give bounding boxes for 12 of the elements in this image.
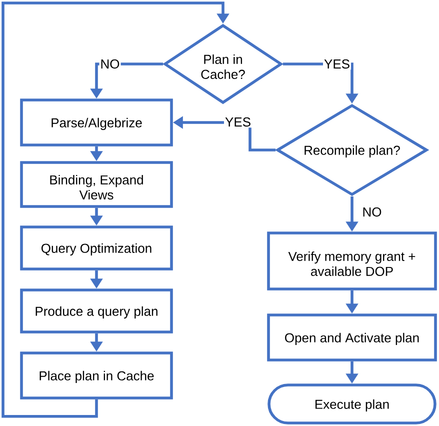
process-box: Binding, Expand Views	[20, 161, 173, 208]
process-box: Query Optimization	[20, 226, 173, 270]
edge-label: NO	[361, 206, 383, 218]
edge-label: YES	[323, 58, 351, 70]
process-box: Parse/Algebrize	[20, 98, 173, 146]
process-box: Open and Activate plan	[267, 314, 437, 362]
arrow	[2, 2, 230, 418]
process-box: Place plan in Cache	[20, 352, 173, 400]
edge-label: YES	[224, 116, 252, 128]
edge-label: NO	[99, 58, 121, 70]
process-box: Produce a query plan	[20, 288, 173, 334]
process-box: Verify memory grant + available DOP	[267, 232, 437, 290]
